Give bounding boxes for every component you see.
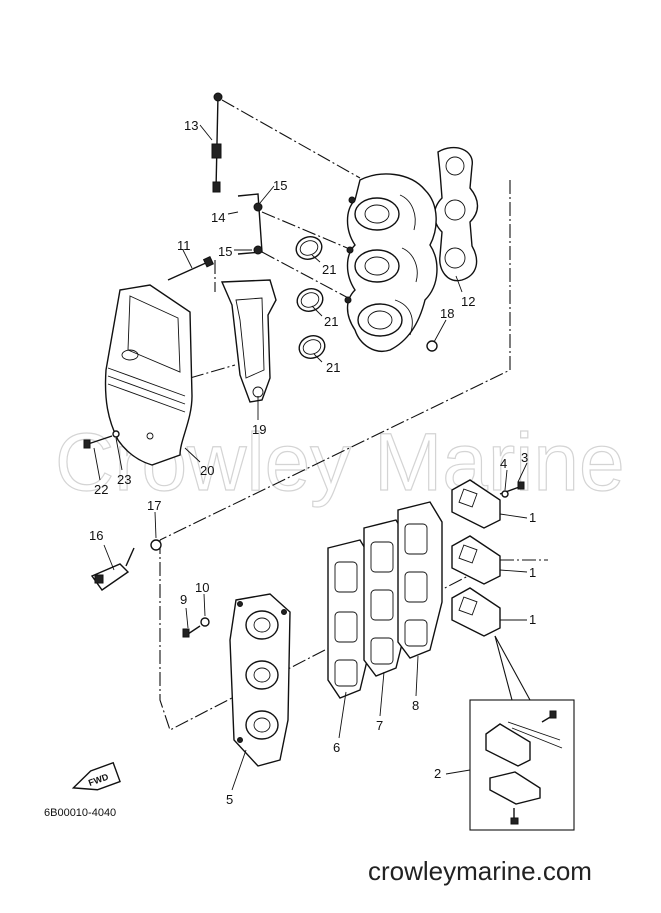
callout-12: 12 [461, 294, 475, 309]
callout-21-middle: 21 [324, 314, 338, 329]
site-url[interactable]: crowleymarine.com [368, 856, 592, 886]
callout-20: 20 [200, 463, 214, 478]
bolt-22-washer-23 [83, 430, 120, 449]
callout-22: 22 [94, 482, 108, 497]
callout-4: 4 [500, 456, 507, 471]
fwd-arrow: FWD [71, 761, 121, 791]
rod-14 [237, 193, 263, 255]
reed-valve-1-middle [451, 535, 501, 585]
callout-8: 8 [412, 698, 419, 713]
callout-5: 5 [226, 792, 233, 807]
callout-11: 11 [177, 238, 191, 253]
grommet-17 [150, 539, 162, 551]
reed-valve-block-5 [229, 593, 291, 767]
gasket-6 [327, 539, 373, 699]
callout-1-bottom: 1 [529, 612, 536, 627]
silencer-cover-20 [104, 284, 193, 466]
choke-cable-13 [211, 92, 223, 193]
sensor-16 [90, 547, 135, 591]
callout-21-upper: 21 [322, 262, 336, 277]
callout-19: 19 [252, 422, 266, 437]
callout-16: 16 [89, 528, 103, 543]
callout-18: 18 [440, 306, 454, 321]
callout-14: 14 [211, 210, 225, 225]
intake-manifold-gasket-12 [433, 147, 479, 282]
intake-manifold [344, 173, 438, 352]
gasket-8 [397, 501, 443, 659]
callout-17: 17 [147, 498, 161, 513]
bolt-9-washer-10 [182, 617, 210, 638]
callout-2: 2 [434, 766, 441, 781]
screw-3-washer-4 [499, 481, 525, 498]
callout-6: 6 [333, 740, 340, 755]
reed-valve-assembly-inset-2 [469, 635, 575, 831]
o-rings-21 [295, 236, 326, 359]
reed-valve-1-top [451, 479, 501, 529]
callout-15-lower: 15 [218, 244, 232, 259]
callout-labels: 13 15 14 15 11 21 21 21 12 18 19 20 22 2… [89, 118, 536, 807]
leader-lines [93, 124, 528, 791]
gasket-19 [220, 279, 277, 403]
callout-10: 10 [195, 580, 209, 595]
callout-23: 23 [117, 472, 131, 487]
bolt-18 [426, 340, 438, 352]
callout-15-upper: 15 [273, 178, 287, 193]
callout-21-lower: 21 [326, 360, 340, 375]
reed-valve-1-bottom [451, 587, 501, 637]
callout-7: 7 [376, 718, 383, 733]
callout-1-top: 1 [529, 510, 536, 525]
bolt-11 [167, 256, 214, 281]
callout-3: 3 [521, 450, 528, 465]
callout-9: 9 [180, 592, 187, 607]
callout-1-middle: 1 [529, 565, 536, 580]
diagram-code: 6B00010-4040 [44, 807, 116, 819]
callout-13: 13 [184, 118, 198, 133]
